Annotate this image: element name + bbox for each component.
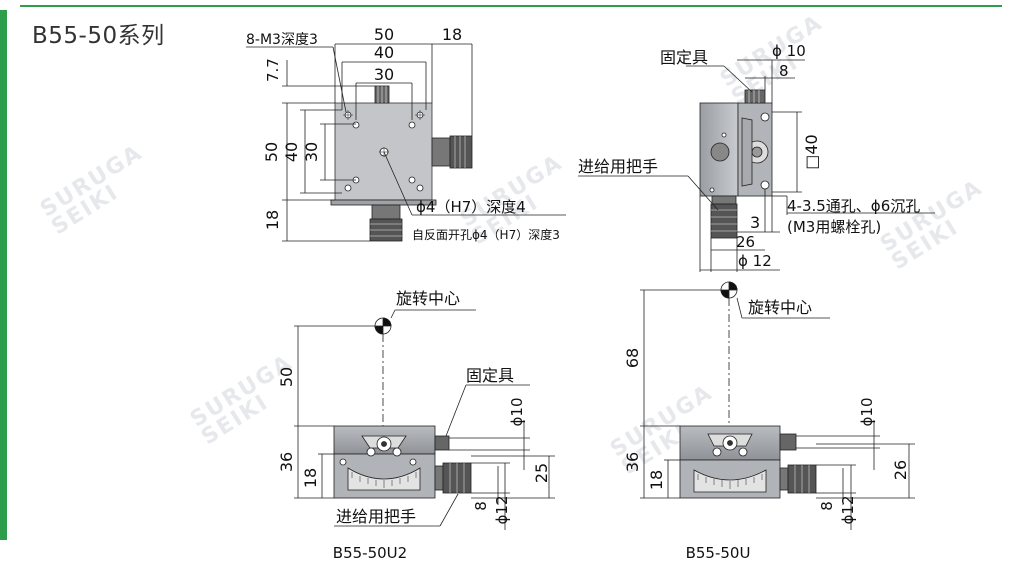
bore-note: ϕ4（H7）深度4: [416, 198, 526, 216]
dim-v30: 30: [302, 142, 321, 162]
u2-feed-label: 进给用把手: [336, 507, 416, 526]
u-dim-36: 36: [623, 452, 642, 472]
u-dim-18: 18: [647, 470, 666, 490]
u2-dim-50: 50: [277, 367, 296, 387]
header-rule: [20, 5, 1002, 7]
u-dim-26: 26: [891, 460, 910, 480]
dim-50: 50: [374, 25, 394, 44]
feed-knob-right-grip: [449, 135, 473, 169]
dim-40: 40: [374, 43, 394, 62]
model-u2-labels: 旋转中心 固定具 50 36 18 ϕ10 25 8 ϕ12 进给用把手 B55…: [277, 289, 551, 562]
series-title: B55-50系列: [32, 23, 165, 49]
top-view: [246, 43, 566, 242]
side-hole-note-1: 4-3.5通孔、ϕ6沉孔: [787, 197, 920, 215]
side-hole-note-2: (M3用螺栓孔): [787, 218, 881, 236]
accent-bar: [0, 10, 7, 540]
side-view-labels: 固定具 ϕ 10 8 □40 进给用把手 3 26 ϕ 12 4-3.5通孔、ϕ…: [578, 42, 920, 270]
u-caption: B55-50U: [686, 544, 751, 562]
u-dim-68: 68: [623, 348, 642, 368]
top-view-labels: 50 40 30 18 8-M3深度3 7.7 50 40 30 18 ϕ4（H…: [246, 25, 560, 242]
model-u-drawing: [640, 281, 915, 530]
side-dim-phi10: ϕ 10: [772, 42, 806, 60]
dim-v18: 18: [263, 210, 282, 230]
model-u2-drawing: [294, 309, 555, 530]
side-view: [578, 59, 935, 272]
u2-dim-36: 36: [277, 452, 296, 472]
u2-rotation-center-label: 旋转中心: [396, 289, 460, 308]
side-clamp-label: 固定具: [660, 48, 708, 67]
side-dim-26: 26: [736, 233, 755, 251]
u-dim-phi12: ϕ12: [839, 496, 857, 525]
model-u-labels: 旋转中心 68 36 18 ϕ10 26 8 ϕ12 B55-50U: [623, 298, 910, 562]
u-rotation-center-label: 旋转中心: [748, 298, 812, 317]
side-feed-label: 进给用把手: [578, 157, 658, 176]
tap-note: 8-M3深度3: [246, 32, 318, 48]
u2-dim-8: 8: [472, 501, 490, 511]
side-dim-8: 8: [779, 62, 789, 80]
dim-18: 18: [442, 25, 462, 44]
side-dim-phi12: ϕ 12: [738, 252, 772, 270]
dim-7-7: 7.7: [264, 58, 282, 82]
u2-dim-18: 18: [301, 468, 320, 488]
u-dim-8: 8: [818, 501, 836, 511]
u2-clamp-label: 固定具: [466, 366, 514, 385]
dim-30: 30: [374, 65, 394, 84]
side-clamp-knob: [744, 89, 766, 104]
u2-dim-25: 25: [532, 463, 551, 483]
side-dim-sq40: □40: [802, 134, 821, 169]
u2-dim-phi12: ϕ12: [493, 496, 511, 525]
side-feed-knob: [710, 203, 738, 239]
dim-v40: 40: [282, 142, 301, 162]
bore-note-back: 自反面开孔ϕ4（H7）深度3: [412, 227, 560, 242]
feed-knob-bottom: [371, 204, 401, 220]
u2-dim-phi10: ϕ10: [508, 398, 526, 427]
dim-v50: 50: [262, 142, 281, 162]
side-dim-3: 3: [750, 213, 760, 232]
u2-caption: B55-50U2: [333, 544, 407, 562]
feed-knob-right: [431, 137, 451, 167]
u-dim-phi10: ϕ10: [858, 398, 876, 427]
